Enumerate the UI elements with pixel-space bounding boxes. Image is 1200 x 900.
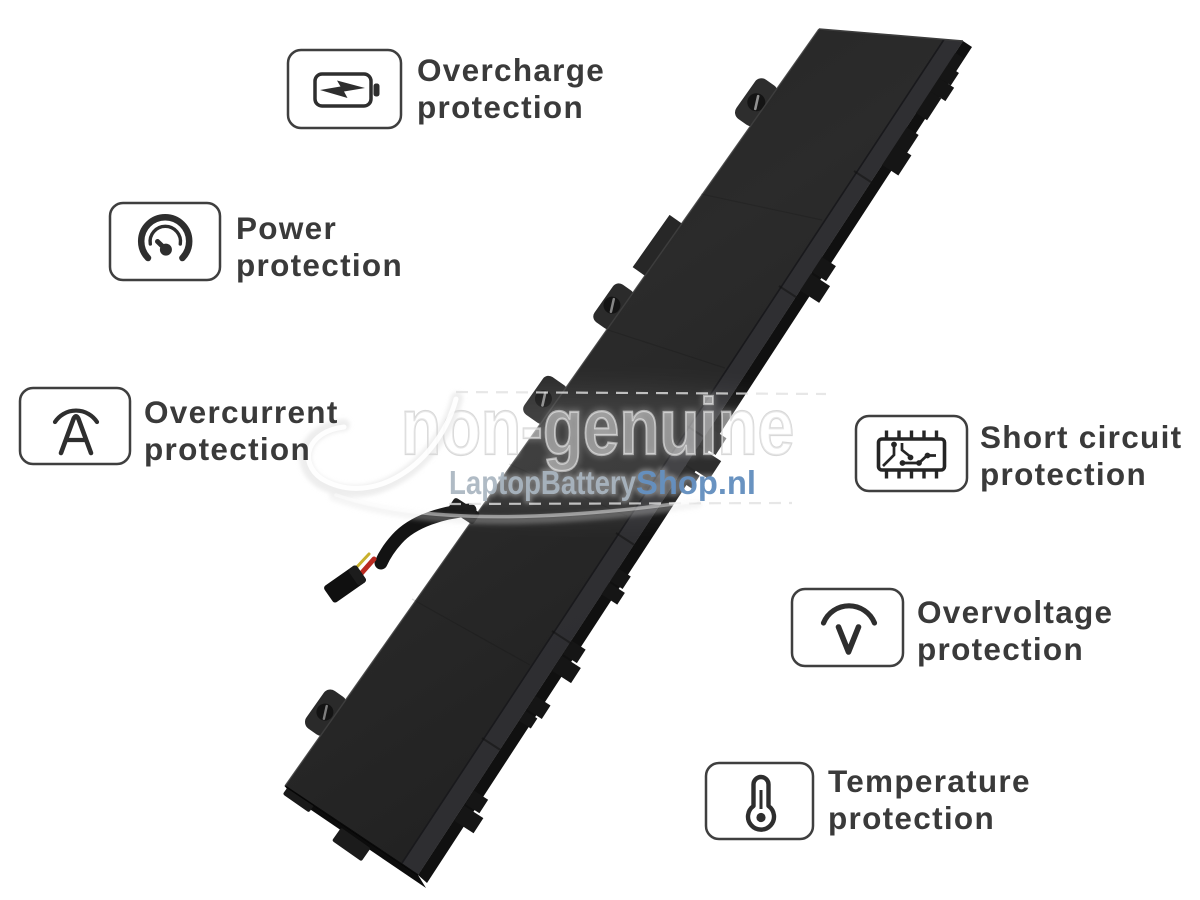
svg-text:LaptopBattery: LaptopBattery <box>449 464 637 501</box>
svg-text:LaptopBattery: LaptopBattery <box>449 464 637 501</box>
svg-text:Shop.nl: Shop.nl <box>636 464 756 501</box>
svg-text:non-genuine: non-genuine <box>401 382 794 471</box>
svg-text:non-genuine: non-genuine <box>401 382 794 471</box>
svg-text:Shop.nl: Shop.nl <box>636 464 756 501</box>
svg-text:non-genuine: non-genuine <box>401 382 794 471</box>
